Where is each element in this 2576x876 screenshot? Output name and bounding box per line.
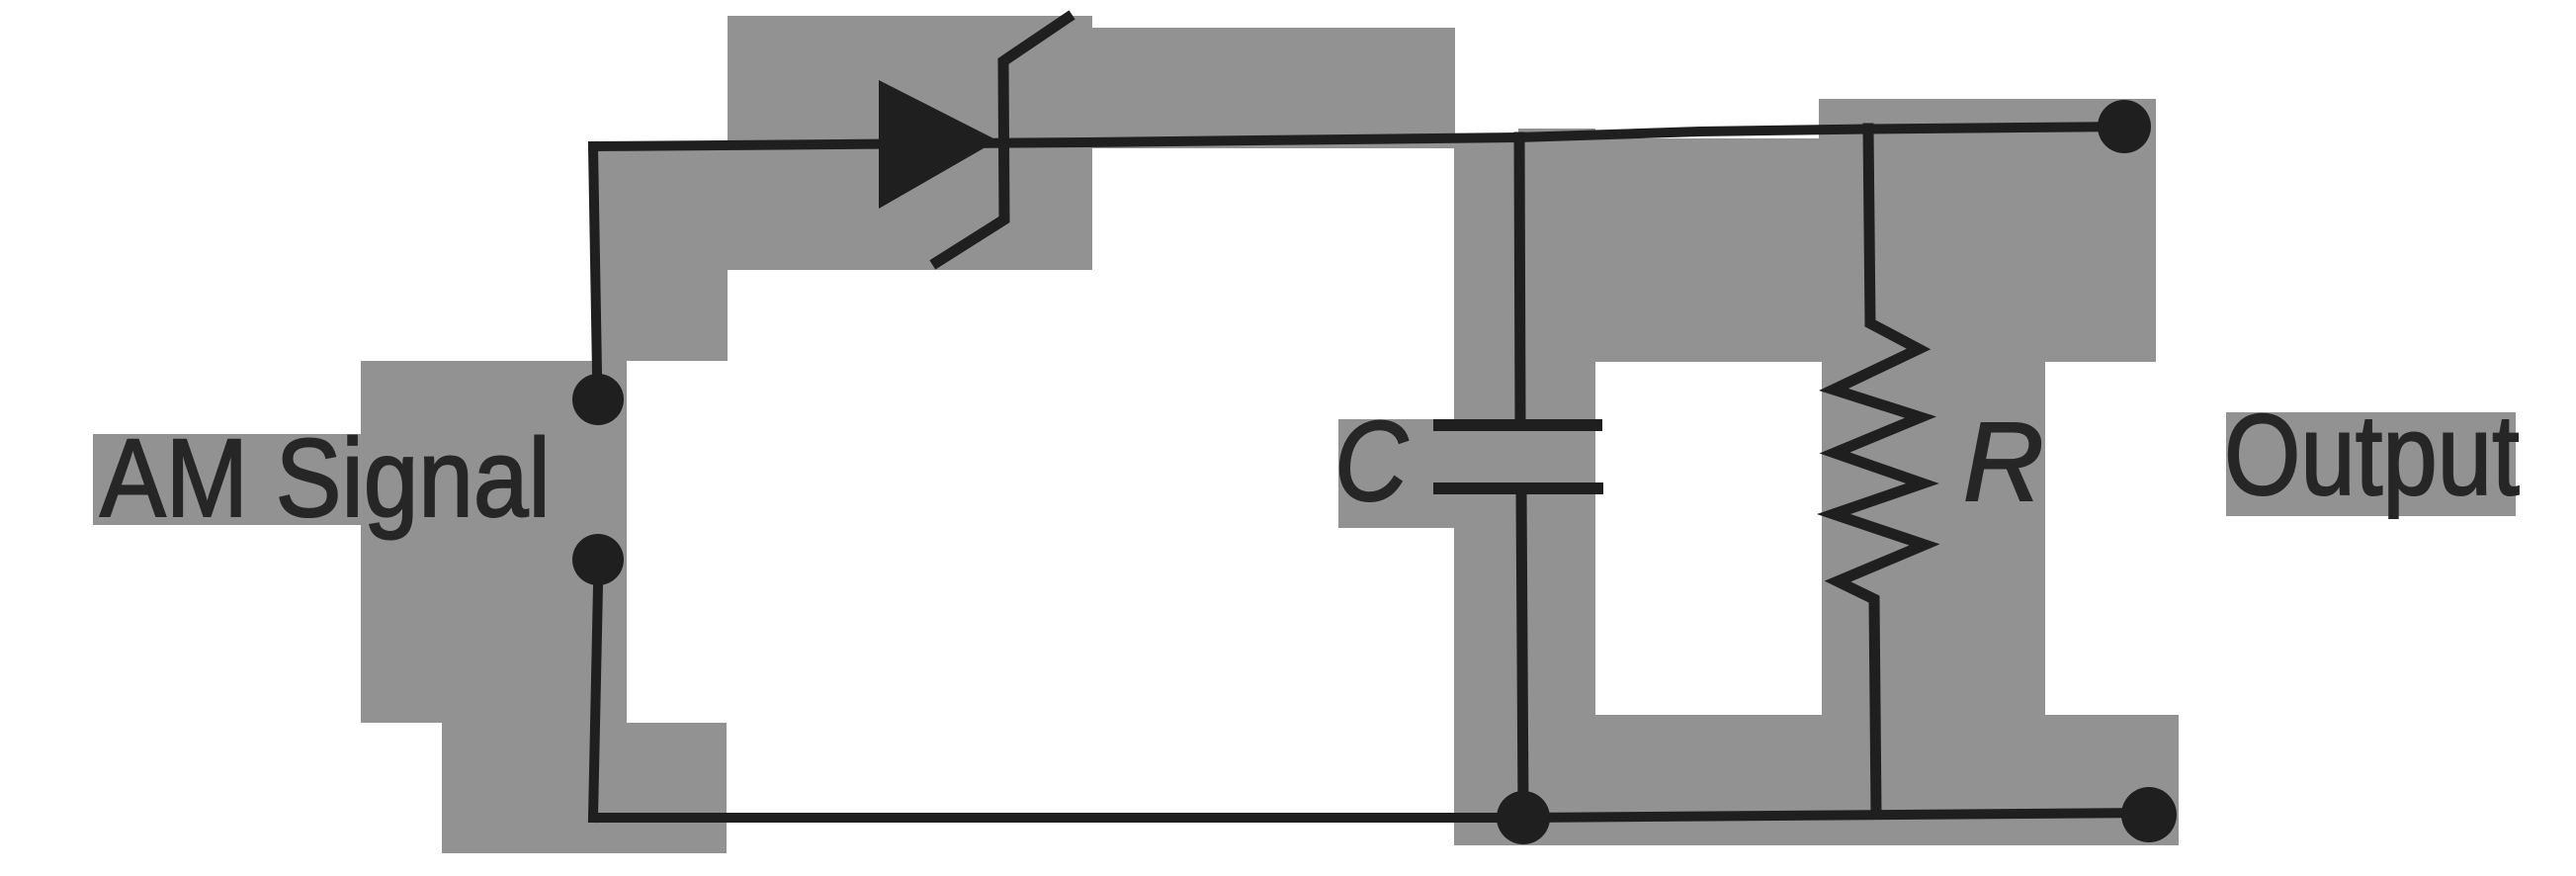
svg-text:Output: Output [2224, 391, 2520, 519]
svg-text:R: R [1963, 399, 2044, 524]
svg-text:AM Signal: AM Signal [100, 417, 551, 540]
svg-text:C: C [1334, 397, 1409, 525]
